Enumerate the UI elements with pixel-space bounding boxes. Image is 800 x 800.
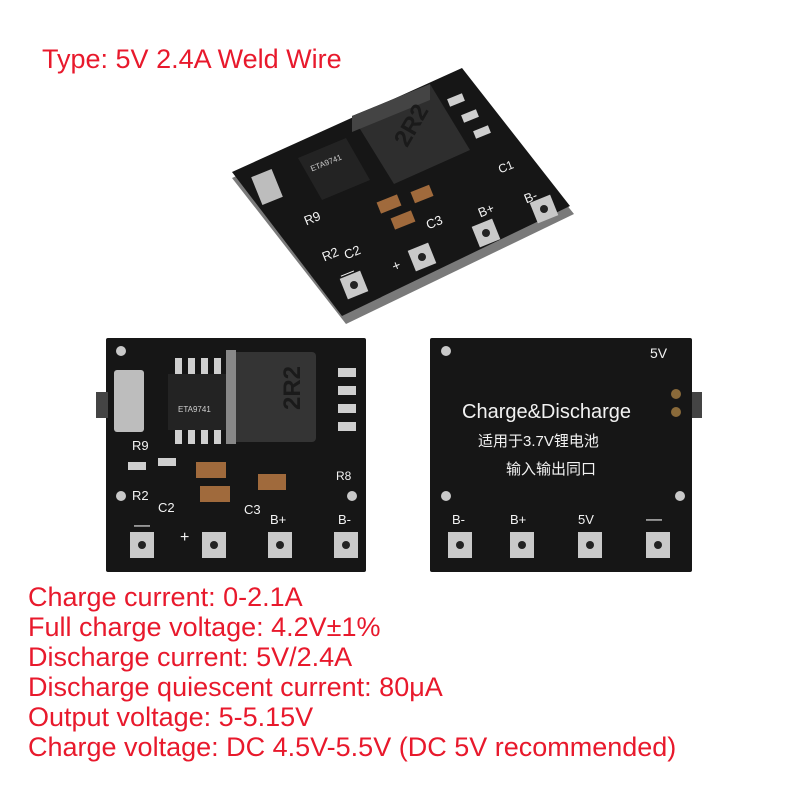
- spec-discharge-current: Discharge current: 5V/2.4A: [28, 642, 353, 672]
- switch: [114, 370, 144, 432]
- solder-pads: [448, 532, 670, 558]
- inductor: 2R2: [226, 350, 316, 444]
- svg-text:R2: R2: [132, 488, 149, 503]
- svg-text:B-: B-: [452, 512, 465, 527]
- svg-text:5V: 5V: [578, 512, 594, 527]
- ic-chip: ETA9741: [168, 358, 228, 444]
- svg-text:B+: B+: [476, 200, 497, 220]
- spec-charge-current: Charge current: 0-2.1A: [28, 582, 303, 612]
- svg-text:C2: C2: [158, 500, 175, 515]
- svg-text:—: —: [646, 511, 662, 528]
- svg-text:+: +: [180, 529, 189, 546]
- switch: [251, 168, 283, 206]
- svg-text:R9: R9: [132, 438, 149, 453]
- board-front-view: ETA9741 2R2 R9 R2 C2 C3 B+ B- R8 — +: [96, 338, 366, 572]
- spec-charge-voltage: Charge voltage: DC 4.5V-5.5V (DC 5V reco…: [28, 732, 677, 762]
- svg-text:R9: R9: [302, 208, 323, 228]
- svg-text:—: —: [134, 517, 150, 534]
- svg-text:B+: B+: [270, 512, 286, 527]
- spec-output-voltage: Output voltage: 5-5.15V: [28, 702, 314, 732]
- spec-list: Charge current: 0-2.1A Full charge volta…: [28, 582, 676, 762]
- solder-pads: [130, 532, 358, 558]
- svg-text:输入输出同口: 输入输出同口: [506, 461, 596, 478]
- ic-chip: ETA9741: [298, 138, 370, 200]
- product-type-title: Type: 5V 2.4A Weld Wire: [42, 44, 342, 74]
- svg-text:C2: C2: [342, 242, 363, 262]
- svg-text:C3: C3: [424, 212, 445, 232]
- solder-pads: [339, 194, 559, 300]
- svg-text:ETA9741: ETA9741: [178, 405, 211, 414]
- svg-text:5V: 5V: [650, 345, 668, 361]
- svg-text:B-: B-: [338, 512, 351, 527]
- spec-quiescent-current: Discharge quiescent current: 80μA: [28, 672, 443, 702]
- svg-text:C1: C1: [496, 157, 516, 176]
- svg-text:适用于3.7V锂电池: 适用于3.7V锂电池: [478, 433, 599, 450]
- svg-text:Charge&Discharge: Charge&Discharge: [462, 401, 631, 423]
- svg-text:R2: R2: [320, 244, 341, 264]
- svg-text:R8: R8: [336, 469, 352, 483]
- board-angled-view: 2R2 ETA9741 R9 R2 C2 C3 B+ B- C1 — +: [232, 68, 574, 324]
- svg-text:B+: B+: [510, 512, 526, 527]
- svg-text:C3: C3: [244, 502, 261, 517]
- inductor: 2R2: [352, 84, 470, 184]
- spec-full-charge-voltage: Full charge voltage: 4.2V±1%: [28, 612, 381, 642]
- svg-text:2R2: 2R2: [279, 366, 306, 410]
- board-back-view: 5V Charge&Discharge 适用于3.7V锂电池 输入输出同口 B-…: [430, 338, 702, 572]
